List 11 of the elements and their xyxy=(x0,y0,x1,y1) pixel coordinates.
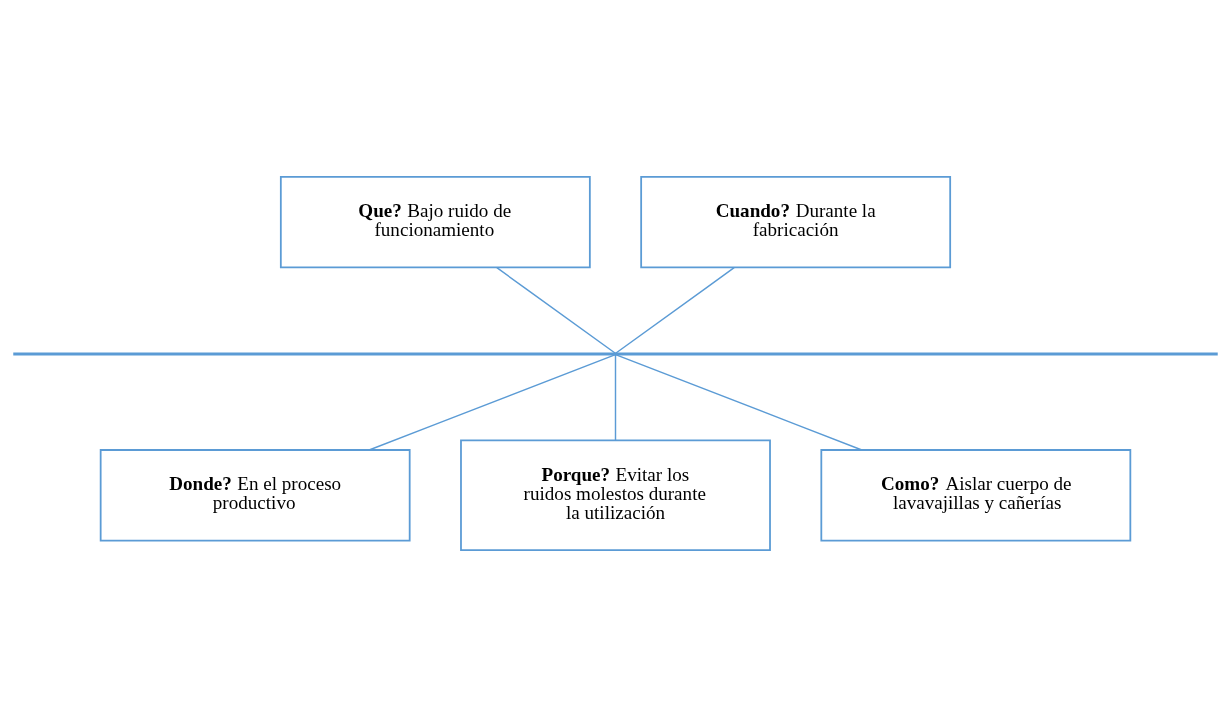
node-box: Donde? En el proceso productivo xyxy=(99,449,411,542)
node-box: Que? Bajo ruido de funcionamiento xyxy=(279,175,591,269)
connector xyxy=(368,353,617,451)
connector xyxy=(614,353,863,451)
connector xyxy=(496,267,617,354)
connector xyxy=(614,353,617,442)
node-box: Como? Aislar cuerpo de lavavajillas y cañerías xyxy=(820,449,1132,542)
node-bar xyxy=(13,352,1218,356)
node-box: Cuando? Durante la fabricación xyxy=(640,175,952,269)
connector xyxy=(614,267,735,354)
node-box: Porque? Evitar los ruidos molestos durante la utilización xyxy=(460,439,771,552)
